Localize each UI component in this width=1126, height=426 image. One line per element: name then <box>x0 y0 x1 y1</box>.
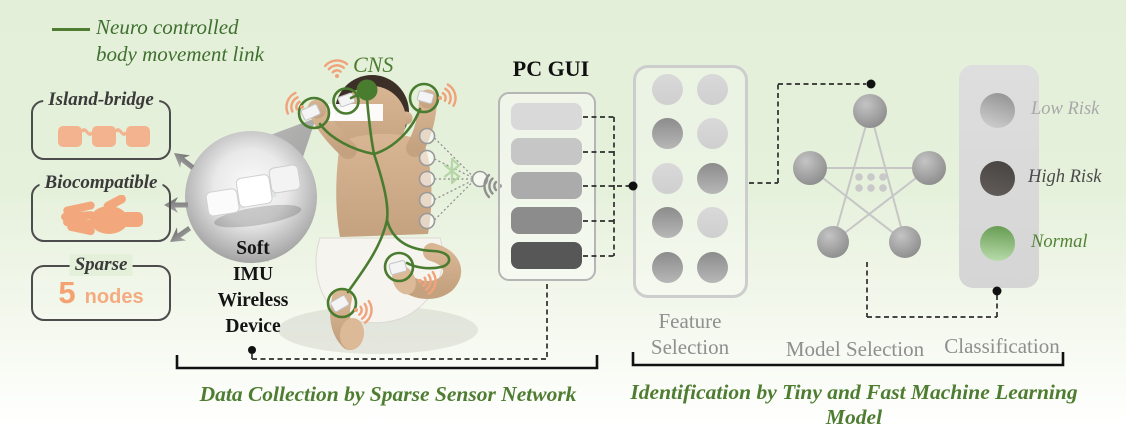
diaper <box>315 237 444 324</box>
biocompatible-label: Biocompatible <box>39 172 163 194</box>
sparse-box: Sparse 5 nodes <box>31 254 171 321</box>
junction-dot <box>866 79 876 89</box>
cns-marker <box>356 79 378 101</box>
feature-node-light <box>696 73 728 105</box>
gui-bar <box>511 172 582 200</box>
feature-node-dark <box>651 207 683 238</box>
baby-shadow <box>278 306 478 354</box>
gui-bar <box>511 137 582 165</box>
wifi-icon <box>282 90 309 120</box>
baby-photo <box>307 75 462 350</box>
legend-line-swatch <box>52 28 90 31</box>
wifi-icon <box>323 58 350 81</box>
imu-device-illustration <box>205 164 302 228</box>
arrow-icon <box>169 146 198 175</box>
class-label-1: High Risk <box>1028 167 1102 187</box>
bluetooth-icon <box>443 157 461 185</box>
wifi-icon <box>414 268 439 296</box>
feature-node-dark <box>651 118 683 149</box>
classification-panel <box>959 65 1039 288</box>
device-label-line: Device <box>225 316 281 337</box>
sparse-unit: nodes <box>84 286 144 308</box>
feature-node-light <box>696 118 728 149</box>
feature-selection-label: Feature Selection <box>625 308 755 360</box>
class-circle-low-risk <box>979 92 1015 128</box>
sparse-count: 5 <box>58 275 76 310</box>
device-label: Soft IMU Wireless Device <box>208 236 298 340</box>
feature-selection-panel <box>633 65 748 298</box>
class-circle-high-risk <box>979 160 1015 196</box>
classification-label: Classification <box>944 334 1060 358</box>
model-node <box>912 151 946 185</box>
feature-label-line1: Feature <box>658 309 722 333</box>
model-node <box>793 151 827 185</box>
feature-node-dark <box>696 162 728 194</box>
device-label-line: Soft <box>236 238 270 259</box>
feature-node-light <box>651 73 683 105</box>
caption-identification: Identification by Tiny and Fast Machine … <box>630 380 1078 426</box>
pc-gui-panel <box>498 92 596 281</box>
gui-bar <box>511 103 582 130</box>
class-circle-normal <box>979 225 1015 261</box>
feature-node-light <box>696 207 728 238</box>
caption-data-collection: Data Collection by Sparse Sensor Network <box>199 382 577 406</box>
gui-bar <box>511 241 582 269</box>
bracket-left <box>175 355 599 370</box>
privacy-bar <box>328 104 383 121</box>
sparse-label: Sparse <box>69 254 133 276</box>
feature-label-line2: Selection <box>650 335 730 359</box>
class-label-0: Low Risk <box>1031 99 1100 119</box>
legend-text: Neuro controlled body movement link <box>96 14 264 68</box>
imu-sensors <box>300 90 435 313</box>
model-node <box>817 226 849 258</box>
feature-node-dark <box>696 251 728 283</box>
class-label-2: Normal <box>1031 232 1088 252</box>
island-bridge-icon <box>58 126 150 147</box>
ellipsis-dots <box>855 173 887 192</box>
wifi-icon <box>434 82 460 111</box>
feature-node-dark <box>651 251 683 283</box>
device-label-line: Wireless <box>217 290 289 311</box>
model-node <box>853 94 887 128</box>
node-network <box>418 127 504 230</box>
feature-node-light <box>651 162 683 194</box>
junction-dot <box>248 346 256 354</box>
device-label-line: IMU <box>232 264 274 285</box>
wifi-icon <box>350 297 375 325</box>
hand-icon <box>61 195 143 236</box>
model-selection-label: Model Selection <box>785 337 925 361</box>
pc-gui-title: PC GUI <box>512 56 590 81</box>
sensor-wifi-icons <box>282 58 460 325</box>
model-node <box>889 226 921 258</box>
biocompatible-box: Biocompatible <box>31 172 171 242</box>
neuro-link-network <box>297 82 451 319</box>
sparse-value: 5 nodes <box>33 267 169 308</box>
island-bridge-box: Island-bridge <box>31 89 171 160</box>
island-bridge-label: Island-bridge <box>43 89 159 111</box>
model-selection-graph <box>793 94 946 258</box>
gui-bar <box>511 207 582 235</box>
legend-line2: body movement link <box>96 42 264 66</box>
legend-line1: Neuro controlled <box>96 15 239 39</box>
cns-label: CNS <box>353 52 394 77</box>
